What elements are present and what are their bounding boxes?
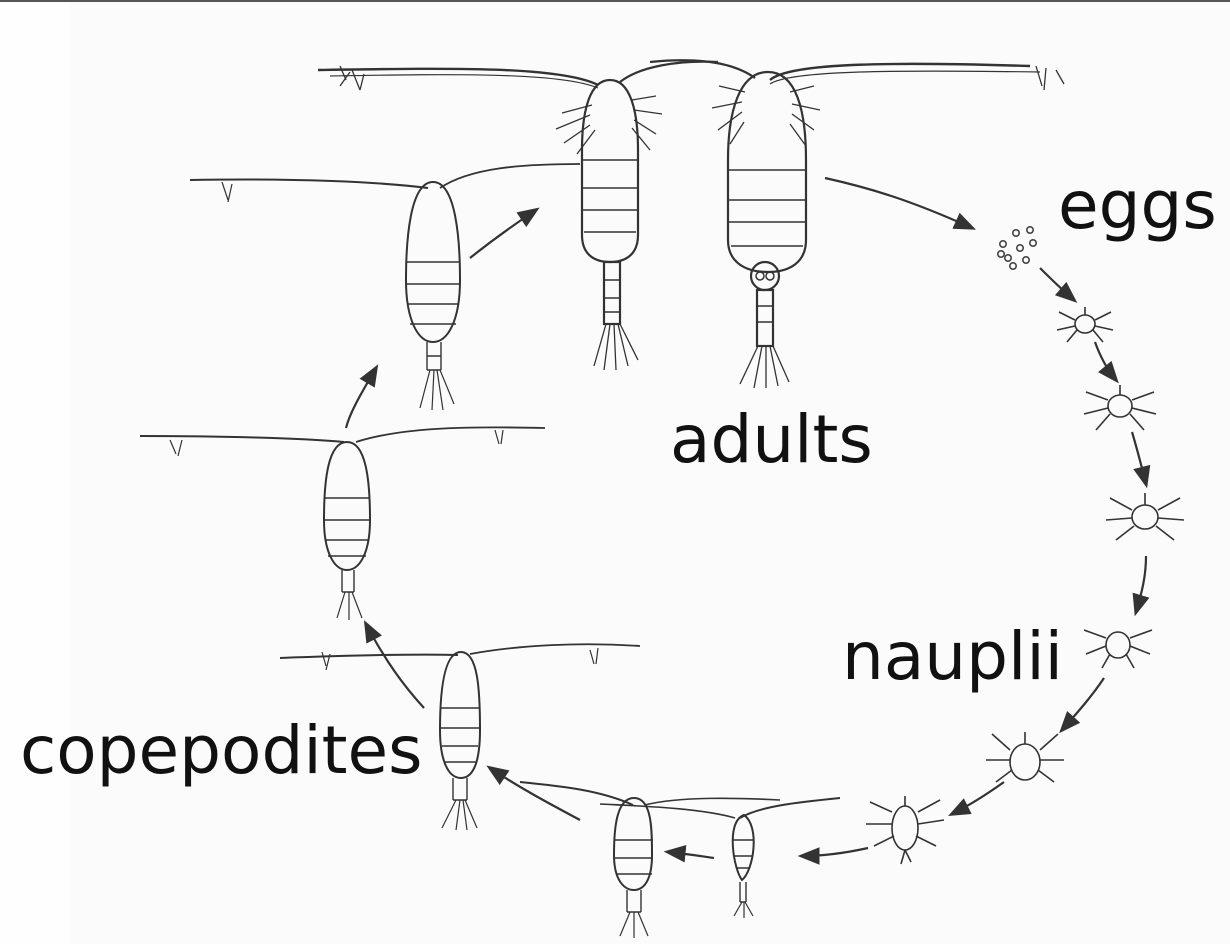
arrow-adults-to-eggs (825, 178, 972, 228)
label-adults: adults (670, 407, 873, 473)
adult-female (650, 60, 1064, 388)
arrow-nauplius-4-to-5 (1062, 678, 1104, 730)
arrow-copepodite-5-to-adults (470, 210, 536, 258)
arrow-nauplius-2-to-3 (1132, 432, 1146, 484)
arrow-nauplius-3-to-4 (1136, 556, 1146, 612)
arrow-nauplius-5-to-6 (952, 782, 1004, 814)
nauplius-3 (1106, 493, 1184, 540)
label-copepodites: copepodites (20, 718, 423, 784)
arrow-copepodite-1-to-2 (668, 852, 714, 858)
label-eggs: eggs (1058, 173, 1217, 239)
nauplius-2 (1084, 385, 1156, 430)
arrow-copepodite-3-to-4 (366, 624, 424, 708)
arrow-copepodite-4-to-5 (346, 368, 376, 428)
label-nauplii: nauplii (842, 624, 1063, 690)
copepodite-4 (140, 427, 545, 620)
nauplius-5 (986, 732, 1064, 782)
egg-cluster (998, 227, 1036, 269)
arrow-copepodite-2-to-3 (490, 768, 580, 820)
arrow-nauplius-6-to-copepodite-1 (802, 848, 868, 856)
copepodite-2 (520, 782, 780, 938)
cycle-arrows (346, 178, 1146, 858)
copepodite-5 (190, 164, 580, 410)
nauplius-6 (866, 796, 944, 864)
arrow-eggs-to-nauplius-1 (1040, 268, 1074, 300)
adult-male (318, 62, 718, 370)
nauplius-4 (1084, 630, 1152, 668)
nauplius-1 (1057, 307, 1113, 342)
arrow-nauplius-1-to-2 (1095, 342, 1116, 380)
